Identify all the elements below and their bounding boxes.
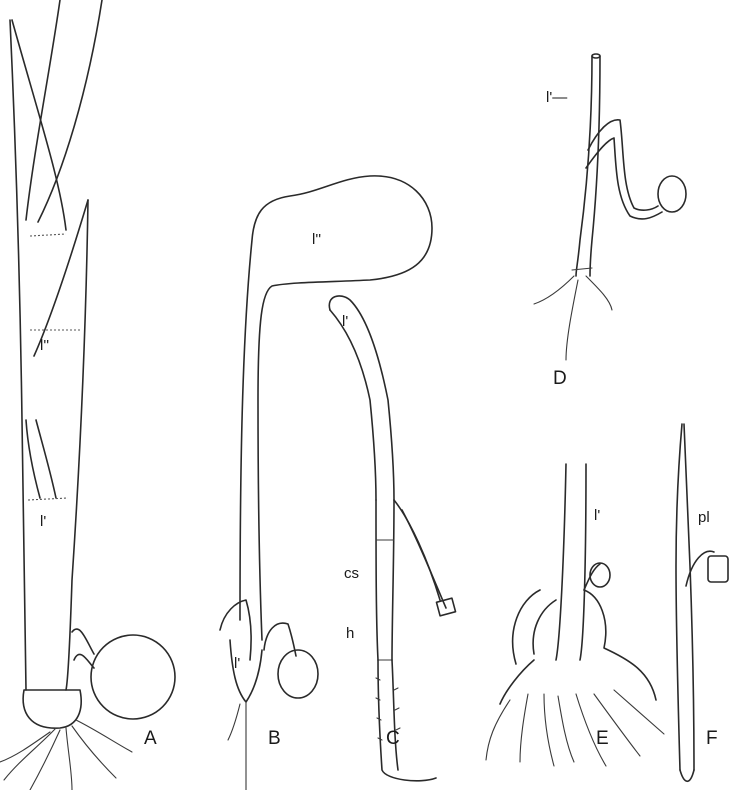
label-d-first-leaf: l'— — [546, 89, 567, 106]
label-f-pl: pl — [698, 509, 710, 526]
label-panel-d: D — [553, 368, 567, 389]
seedling-b — [220, 176, 432, 790]
seedling-a — [0, 0, 175, 790]
seedling-c — [329, 296, 455, 781]
label-c-first-leaf: l' — [342, 313, 348, 330]
label-c-cs: cs — [344, 565, 359, 582]
label-a-first-leaf: l' — [40, 513, 46, 530]
label-panel-c: C — [386, 728, 400, 749]
label-b-second-leaf: l'' — [312, 231, 321, 248]
label-panel-e: E — [596, 728, 609, 749]
seedling-f — [676, 424, 728, 781]
label-c-h: h — [346, 625, 354, 642]
seedling-e — [486, 464, 664, 766]
label-a-second-leaf: l'' — [40, 337, 49, 354]
label-e-first-leaf: l' — [594, 507, 600, 524]
label-panel-b: B — [268, 728, 281, 749]
label-panel-a: A — [144, 728, 157, 749]
label-b-first-leaf: l' — [234, 655, 240, 672]
label-panel-f: F — [706, 728, 718, 749]
